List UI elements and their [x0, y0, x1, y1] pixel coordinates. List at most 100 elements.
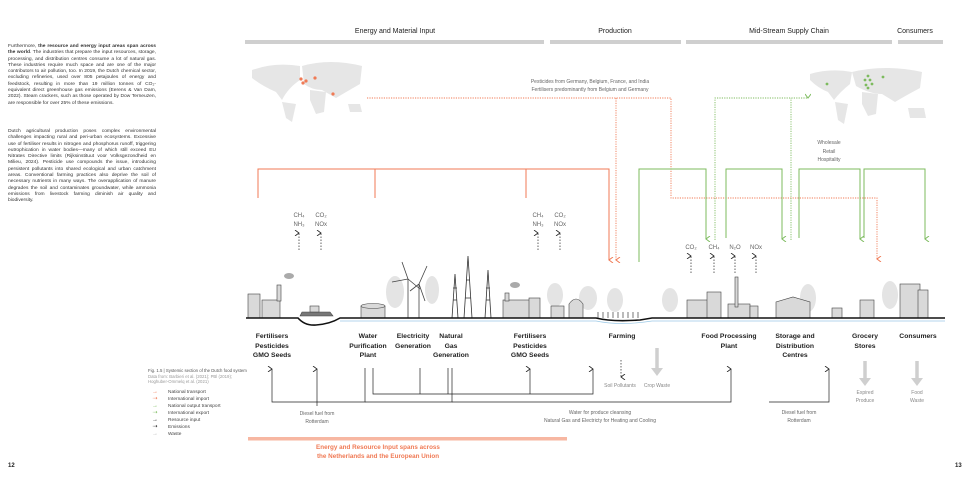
header-energy-input: Energy and Material Input: [354, 28, 436, 35]
stage-line: Fertilisers: [255, 333, 289, 340]
stage-line: Natural: [439, 333, 463, 340]
world-map-import: [252, 62, 362, 122]
emission-co2: CO₂: [315, 213, 327, 219]
gas-derricks: [451, 255, 492, 319]
dashed-arrow-icon: ⇢: [152, 396, 158, 403]
legend-label: National transport: [168, 390, 206, 396]
international-import-lines: [367, 97, 877, 260]
international-export-lines: [714, 98, 808, 240]
stage-line: Electricity: [396, 333, 430, 340]
legend-item-waste: →Waste: [148, 432, 247, 439]
legend-item-international-import: ⇢International import: [148, 397, 247, 404]
stage-line: Stores: [854, 342, 876, 350]
orange-highlight-bar: [248, 437, 567, 441]
legend-item-national-transport: →National transport: [148, 390, 247, 397]
paragraph-emphasis: the resource and energy input areas span…: [8, 44, 156, 56]
emission-nox: NOx: [315, 222, 327, 228]
stage-line: Food Processing: [701, 333, 757, 340]
export-note-line: Wholesale: [817, 140, 841, 146]
national-transport-lines: [257, 168, 609, 260]
stage-line: Pesticides: [513, 342, 547, 350]
note-line: Food: [911, 390, 923, 396]
dashed-arrow-icon: ⇢: [152, 424, 158, 431]
stage-line: GMO Seeds: [252, 352, 292, 359]
groundwater-line: [340, 320, 945, 324]
stage-line: Generation: [433, 352, 469, 359]
emission-label: CO₂ NOx: [315, 212, 327, 230]
legend-label: Emissions: [168, 425, 190, 431]
national-output-lines: [638, 168, 925, 262]
header-bar-production: [550, 40, 681, 44]
legend-item-national-output: →National output transport: [148, 404, 247, 411]
stage-line: Generation: [395, 342, 431, 350]
note-line: Natural Gas and Electricty for Heating a…: [543, 418, 657, 424]
figure-caption: Fig. 1.5 | Systemic section of the Dutch…: [148, 368, 247, 373]
legend-item-international-export: ⇢International export: [148, 411, 247, 418]
header-consumers: Consumers: [897, 28, 933, 35]
soil-pollutants-label: Soil Pollutants: [604, 383, 636, 389]
legend-label: International export: [168, 411, 210, 417]
stage-line: Grocery: [851, 333, 879, 340]
note-line: Produce: [855, 398, 875, 404]
stage-line: Gas: [444, 342, 458, 350]
stage-line: Storage and: [775, 333, 815, 340]
legend: Fig. 1.5 | Systemic section of the Dutch…: [148, 368, 247, 439]
header-midstream: Mid-Stream Supply Chain: [749, 28, 829, 35]
emission-nox: NOx: [750, 245, 762, 251]
legend-label: National output transport: [168, 404, 221, 410]
emission-ch4: CH₄: [532, 213, 544, 219]
stage-farming: Farming: [608, 333, 636, 340]
legend-item-resource-input: → Resource input: [148, 418, 247, 425]
world-map-export: [810, 68, 926, 124]
emission-nox: NOx: [554, 222, 566, 228]
legend-label: Resource input: [168, 418, 201, 424]
figure-source: Hoghuber-Ommelq et al. (2021): [148, 379, 209, 384]
stage-line: Centres: [782, 352, 808, 359]
header-production: Production: [598, 28, 632, 35]
crop-waste-label: Crop Waste: [643, 383, 671, 389]
stage-line: Fertilisers: [513, 333, 547, 340]
resource-input-lines: [272, 368, 829, 406]
page-number-left: 12: [8, 463, 15, 469]
legend-item-emissions: ⇢ Emissions: [148, 425, 247, 432]
bottom-note-line: Energy and Resource Input spans across: [316, 444, 440, 451]
emission-nh3: NH₃: [532, 222, 544, 228]
note-line: Rotterdam: [787, 418, 811, 424]
emission-n2o: N₂O: [729, 245, 741, 251]
stage-line: Purification: [349, 342, 387, 350]
wind-turbines: [391, 261, 428, 318]
smoke-plumes: [284, 273, 520, 288]
emission-ch4: CH₄: [293, 213, 305, 219]
header-bar-consumers: [898, 40, 943, 44]
export-note-line: Hospitality: [817, 157, 841, 163]
note-line: Diesel fuel from: [781, 410, 817, 416]
stage-line: Pesticides: [255, 342, 289, 350]
stage-line: Plant: [359, 352, 377, 359]
emission-ch4: CH₄: [708, 245, 720, 251]
header-bar-energy: [245, 40, 544, 44]
stage-line: GMO Seeds: [510, 352, 550, 359]
legend-label: Waste: [168, 432, 182, 438]
note-line: Diesel fuel from: [299, 411, 335, 417]
export-note: Wholesale Retail Hospitality: [817, 139, 840, 165]
note-line: Water for produce cleansing: [568, 410, 632, 416]
arrow-icon: →: [152, 417, 158, 424]
paragraph-text: Furthermore,: [8, 44, 39, 49]
stage-line: Distribution: [775, 342, 815, 350]
import-note-line: Pesticides from Germany, Belgium, France…: [530, 79, 650, 85]
emission-co2: CO₂: [685, 245, 697, 251]
note-line: Waste: [910, 398, 924, 404]
note-line: Rotterdam: [305, 419, 329, 425]
note-line: Expired: [856, 390, 874, 396]
figure-source: Data from: Barbieri et al. (2021); PBl (…: [148, 373, 233, 379]
